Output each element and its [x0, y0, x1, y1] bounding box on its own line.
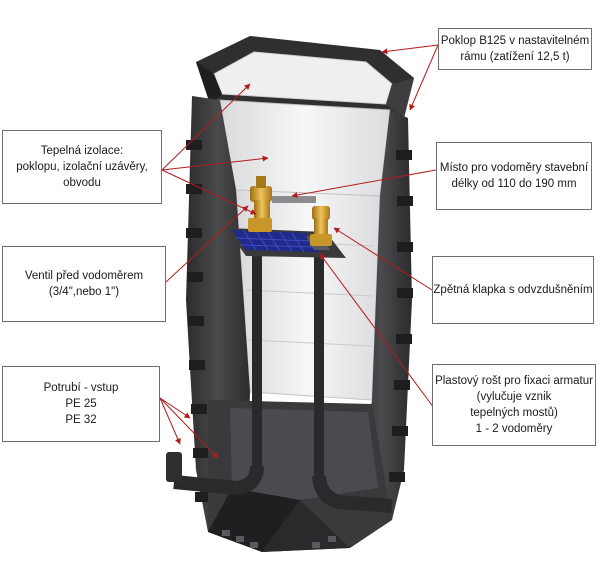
callout-pipe-inlet-line-3: PE 32 [65, 414, 97, 426]
shaft-base [208, 400, 392, 552]
callout-insulation-line-2: poklopu, izolační uzávěry, [16, 161, 148, 173]
callout-grate-line-1: Plastový rošt pro fixaci armatur [435, 375, 593, 387]
callout-lid: Poklop B125 v nastavitelném rámu (zatíže… [438, 28, 592, 70]
shaft-right-wall [350, 110, 413, 540]
lid-frame [196, 36, 414, 118]
brass-valves [248, 176, 332, 246]
callout-meter-place-line-1: Místo pro vodoměry stavební [439, 162, 589, 174]
callout-pipe-inlet: Potrubí - vstup PE 25 PE 32 [2, 366, 160, 442]
callout-grate-line-4: 1 - 2 vodoměry [475, 423, 553, 435]
callout-grate-line-2: (vylučuje vznik [476, 391, 552, 403]
callout-meter-place: Místo pro vodoměry stavební délky od 110… [436, 142, 592, 210]
callout-valve: Ventil před vodoměrem (3/4",nebo 1") [2, 246, 166, 322]
callout-check-valve: Zpětná klapka s odvzdušněním [432, 256, 594, 324]
callout-insulation: Tepelná izolace: poklopu, izolační uzávě… [2, 130, 162, 204]
callout-lid-line-2: rámu (zatížení 12,5 t) [460, 51, 570, 63]
callout-grate-line-3: tepelných mostů) [470, 407, 558, 419]
leader-lines [159, 44, 439, 459]
callout-grate: Plastový rošt pro fixaci armatur (vyluču… [432, 364, 596, 446]
plastic-grate [226, 228, 346, 258]
vertical-pipes [166, 250, 393, 513]
callout-valve-line-1: Ventil před vodoměrem [24, 270, 144, 282]
callout-pipe-inlet-line-1: Potrubí - vstup [43, 382, 119, 394]
callout-pipe-inlet-line-2: PE 25 [65, 398, 97, 410]
callout-insulation-line-3: obvodu [63, 177, 101, 189]
callout-insulation-line-1: Tepelná izolace: [40, 145, 124, 157]
callout-check-valve-line-1: Zpětná klapka s odvzdušněním [433, 284, 593, 296]
callout-valve-line-2: (3/4",nebo 1") [48, 286, 120, 298]
callout-meter-place-line-2: délky od 110 do 190 mm [451, 178, 577, 190]
callout-lid-line-1: Poklop B125 v nastavitelném [440, 35, 590, 47]
